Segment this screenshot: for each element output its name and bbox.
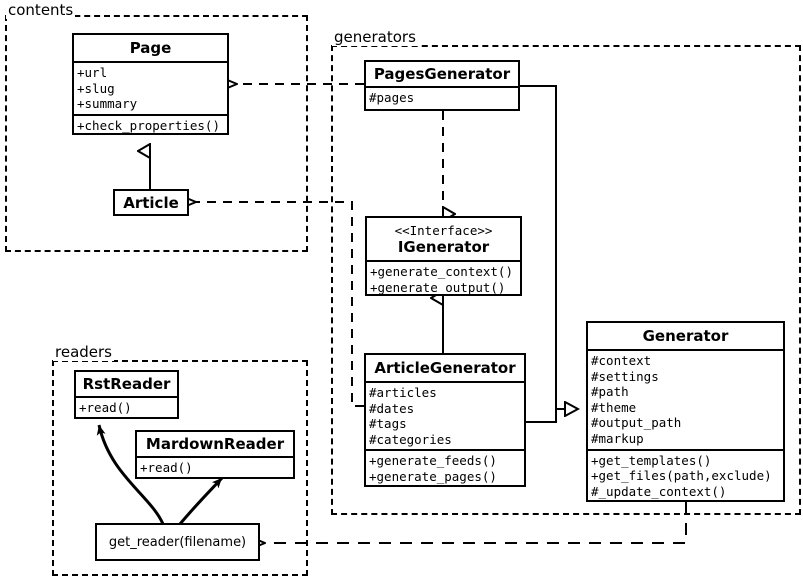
function-get-reader[interactable]: get_reader(filename) <box>95 523 260 561</box>
class-mardownreader[interactable]: MardownReader +read() <box>135 430 295 479</box>
method: +read() <box>79 400 132 415</box>
class-articlegenerator-attributes: #articles #dates #tags #categories <box>366 381 524 449</box>
class-page-name: Page <box>129 39 172 57</box>
attribute: #categories <box>369 431 452 447</box>
attribute: #markup <box>591 430 644 446</box>
class-page-attributes: +url +slug +summary <box>74 61 227 114</box>
attribute: +summary <box>77 96 138 112</box>
class-page[interactable]: Page +url +slug +summary +check_properti… <box>72 33 229 135</box>
attribute: #theme <box>591 399 637 415</box>
package-readers-frame <box>52 360 308 576</box>
class-rstreader-methods: +read() <box>76 396 177 418</box>
method: +generate_feeds() <box>369 453 497 469</box>
attribute: +url <box>77 65 108 80</box>
attribute: #dates <box>369 400 415 416</box>
package-generators-label: generators <box>332 28 418 46</box>
function-get-reader-label: get_reader(filename) <box>108 534 247 550</box>
class-igenerator-methods: +generate_context() +generate_output() <box>367 260 520 297</box>
attribute: #context <box>591 353 652 368</box>
method: +get_files(path,exclude) <box>591 468 772 484</box>
class-rstreader[interactable]: RstReader +read() <box>74 370 179 419</box>
class-article-name: Article <box>123 193 179 212</box>
class-page-methods: +check_properties() <box>74 113 227 136</box>
class-articlegenerator-name: ArticleGenerator <box>374 359 516 377</box>
method: +read() <box>140 460 193 475</box>
attribute: #settings <box>591 368 659 384</box>
attribute: #output_path <box>591 415 682 431</box>
class-articlegenerator-methods: +generate_feeds() +generate_pages() <box>366 449 524 486</box>
package-contents-frame <box>5 15 308 252</box>
class-articlegenerator[interactable]: ArticleGenerator #articles #dates #tags … <box>364 353 526 487</box>
class-igenerator-name: IGenerator <box>397 238 490 256</box>
attribute: #articles <box>369 385 437 400</box>
method: +generate_context() <box>370 264 513 279</box>
method: +generate_output() <box>370 279 506 295</box>
attribute: #pages <box>369 90 415 105</box>
class-generator[interactable]: Generator #context #settings #path #them… <box>586 321 785 502</box>
class-rstreader-name: RstReader <box>82 375 171 393</box>
class-mardownreader-name: MardownReader <box>145 435 285 453</box>
package-contents-label: contents <box>6 1 76 19</box>
method: +generate_pages() <box>369 468 497 484</box>
method: +get_templates() <box>591 452 712 468</box>
class-generator-methods: +get_templates() +get_files(path,exclude… <box>588 448 783 502</box>
class-mardownreader-methods: +read() <box>137 456 293 478</box>
class-generator-name: Generator <box>642 327 729 345</box>
class-igenerator-name-block: <<Interface>> IGenerator <box>367 218 520 260</box>
attribute: #path <box>591 384 629 400</box>
attribute: +slug <box>77 80 115 96</box>
class-generator-attributes: #context #settings #path #theme #output_… <box>588 349 783 449</box>
class-pagesgenerator-name: PagesGenerator <box>373 65 511 83</box>
class-pagesgenerator[interactable]: PagesGenerator #pages <box>364 60 520 111</box>
class-igenerator[interactable]: <<Interface>> IGenerator +generate_conte… <box>365 216 522 296</box>
method: +check_properties() <box>77 117 220 133</box>
method: #_update_context() <box>591 483 727 499</box>
class-igenerator-stereotype: <<Interface>> <box>394 223 493 238</box>
class-article[interactable]: Article <box>113 189 189 216</box>
class-pagesgenerator-attributes: #pages <box>366 86 518 108</box>
attribute: #tags <box>369 416 407 432</box>
package-readers-label: readers <box>53 343 114 361</box>
